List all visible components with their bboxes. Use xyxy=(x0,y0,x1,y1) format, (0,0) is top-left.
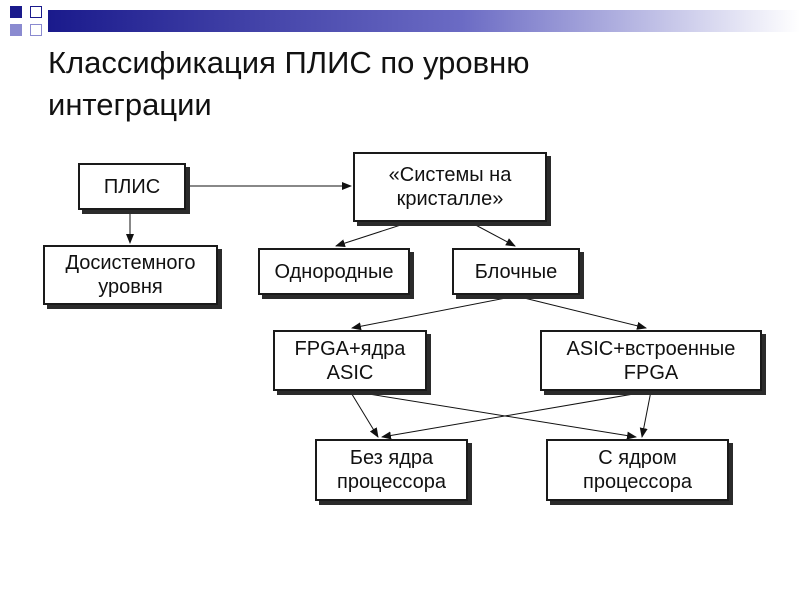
node-pre-system: Досистемного уровня xyxy=(43,245,218,305)
edge-fpgaasic-nocore xyxy=(349,390,379,438)
edge-asicfpga-nocore xyxy=(381,390,652,440)
edge-soc-block xyxy=(469,221,516,247)
header-square xyxy=(30,6,42,18)
slide-title: Классификация ПЛИС по уровню интеграции xyxy=(48,45,530,122)
edge-asicfpga-withcore xyxy=(639,390,652,438)
edge-block-fpgaasic xyxy=(351,295,517,331)
header-square xyxy=(10,6,22,18)
header-square xyxy=(30,24,42,36)
node-plis: ПЛИС xyxy=(78,163,186,210)
header-gradient-bar xyxy=(48,10,800,32)
node-with-core: С ядром процессора xyxy=(546,439,729,501)
node-soc: «Системы на кристалле» xyxy=(353,152,547,222)
node-homogeneous: Однородные xyxy=(258,248,410,295)
header-square xyxy=(10,24,22,36)
edge-block-asicfpga xyxy=(515,295,647,330)
node-no-core: Без ядра процессора xyxy=(315,439,468,501)
node-fpga-asic: FPGA+ядра ASIC xyxy=(273,330,427,391)
edge-soc-homogeneous xyxy=(335,221,411,248)
edge-fpgaasic-withcore xyxy=(349,390,637,440)
node-block: Блочные xyxy=(452,248,580,295)
node-asic-fpga: ASIC+встроенные FPGA xyxy=(540,330,762,391)
header-decoration xyxy=(0,0,800,40)
